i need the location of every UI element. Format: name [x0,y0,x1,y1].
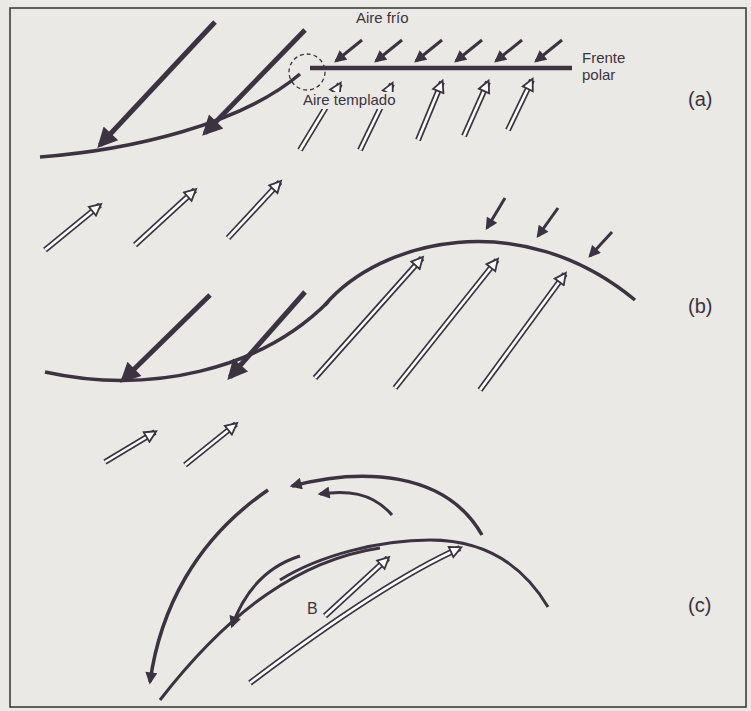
front-label: Frente polar [582,50,652,83]
warm-air-arrow [45,205,100,250]
illustration-stroke [228,182,280,238]
illustration-stroke [508,80,532,130]
illustration-stroke [320,492,392,515]
illustration-stroke [228,182,280,238]
illustration-stroke [123,295,210,380]
stage-label: (b) [688,295,712,317]
illustration-stroke [395,260,497,388]
illustration-stroke [315,258,422,378]
warm-air-arrow [464,82,488,136]
illustration-stroke [230,292,305,377]
stage-a [40,22,572,157]
illustration-stroke [135,190,195,245]
illustration-stroke [464,82,488,136]
warm-air-arrow [325,558,388,616]
illustration-stroke [250,548,460,683]
illustration-stroke [418,82,442,140]
low-pressure-label: B [304,600,321,618]
warm-air-arrow [315,258,422,378]
illustration-stroke [135,190,195,245]
illustration-stroke [150,490,268,682]
illustration-stroke [590,232,612,256]
illustration-stroke [105,432,155,462]
illustration-stroke [464,82,488,136]
air-mass-label: Aire frío [356,10,409,27]
illustration-stroke [538,208,558,236]
illustration-stroke [289,54,325,90]
illustration-stroke [325,558,388,616]
illustration-stroke [336,40,362,61]
frame-border [10,8,746,707]
illustration-stroke [40,74,300,157]
illustration-stroke [292,476,482,535]
illustration-stroke [325,242,635,305]
illustration-stroke [105,432,155,462]
stage-c [150,476,548,700]
illustration-stroke [160,548,380,700]
warm-air-arrows-c [250,548,460,683]
illustration-stroke [496,40,522,61]
illustration-stroke [310,66,572,71]
illustration-stroke [480,274,565,390]
illustration-stroke [250,548,460,683]
stage-b [45,198,635,380]
warm-air-arrow [228,182,280,238]
illustration-stroke [536,40,562,61]
warm-air-arrow [418,82,442,140]
warm-air-arrows-a [45,80,532,250]
warm-air-arrow [135,190,195,245]
illustration-stroke [185,424,236,465]
warm-air-arrows-b [105,258,565,465]
illustration-stroke [418,82,442,140]
illustration-stroke [325,558,388,616]
illustration-stroke [45,205,100,250]
warm-air-arrow [250,548,460,683]
illustration-stroke [508,80,532,130]
illustration-stroke [100,22,215,145]
warm-air-arrow [185,424,236,465]
warm-air-arrow [105,432,155,462]
illustration-stroke [456,40,482,61]
illustration-stroke [205,30,305,133]
stage-label: (a) [688,88,712,110]
illustration-stroke [487,198,505,228]
illustration-stroke [185,424,236,465]
warm-air-arrow [395,260,497,388]
warm-air-arrow [480,274,565,390]
illustration-stroke [416,40,442,61]
air-mass-label: Aire templado [300,92,399,109]
illustration-stroke [480,274,565,390]
illustration-stroke [315,258,422,378]
warm-air-arrow [508,80,532,130]
illustration-stroke [395,260,497,388]
illustration-stroke [232,556,300,626]
illustration-stroke [376,40,402,61]
stage-label: (c) [688,594,711,616]
illustration-stroke [45,205,100,250]
